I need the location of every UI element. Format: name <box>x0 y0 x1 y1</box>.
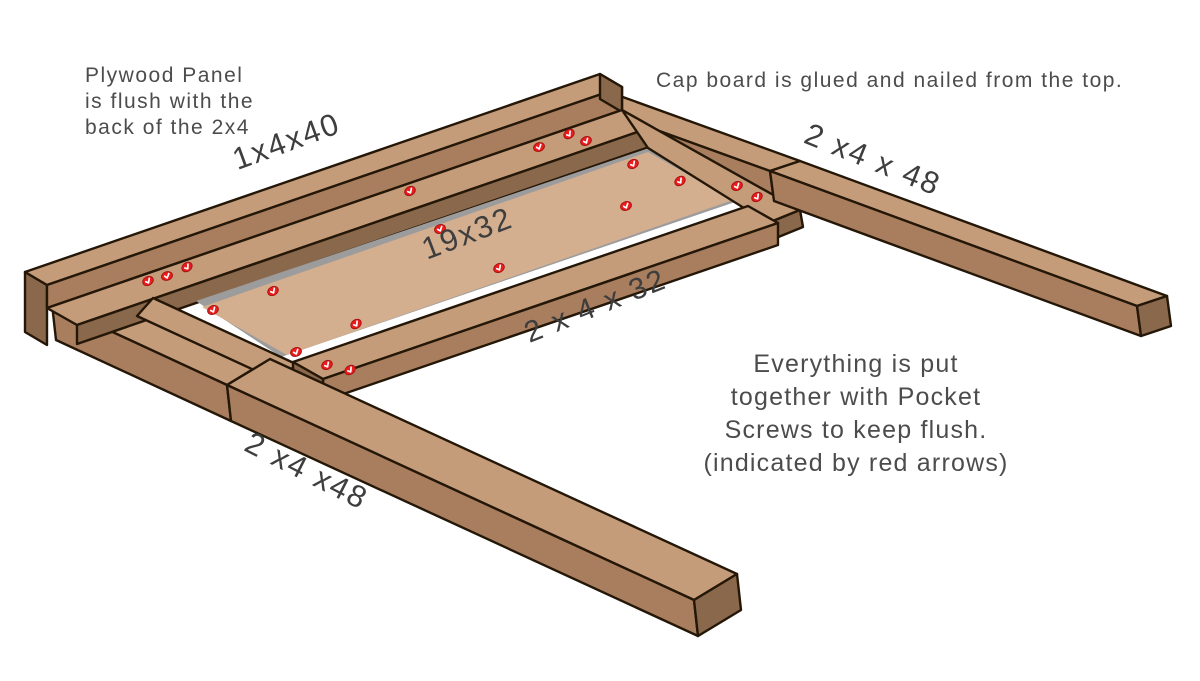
plywood-note-line-1: Plywood Panel <box>85 64 243 87</box>
cap-board-note: Cap board is glued and nailed from the t… <box>656 69 1123 92</box>
plywood-note: Plywood Panel is flush with the back of … <box>85 64 254 139</box>
pocket-note-line-3: Screws to keep flush. <box>725 416 988 444</box>
pocket-note-line-4: (indicated by red arrows) <box>703 449 1008 477</box>
left-leg <box>225 357 743 638</box>
right-leg-front-face <box>768 169 1143 338</box>
left-leg-end-face <box>692 572 743 638</box>
cap-board <box>23 72 624 347</box>
left-leg-front-face <box>225 383 700 638</box>
plywood-note-line-3: back of the 2x4 <box>85 116 250 139</box>
right-leg-top-face <box>768 159 1169 308</box>
pocket-note-line-2: together with Pocket <box>731 383 982 411</box>
right-leg <box>768 159 1173 338</box>
pocket-screw-note: Everything is put together with Pocket S… <box>703 350 1008 477</box>
pocket-note-line-1: Everything is put <box>753 350 958 378</box>
right-leg-end-face <box>1135 294 1173 338</box>
plywood-panel <box>202 152 733 355</box>
plywood-note-line-2: is flush with the <box>85 90 254 113</box>
